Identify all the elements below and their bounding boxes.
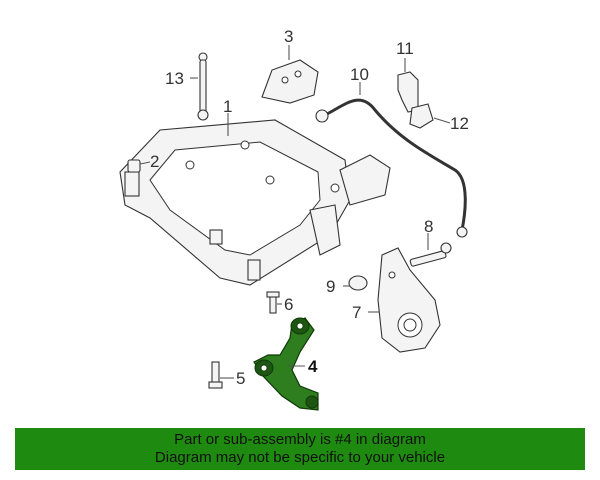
part-1-crossmember[interactable] (119, 119, 391, 286)
callout-7: 7 (352, 303, 361, 322)
callout-6: 6 (284, 295, 293, 314)
part-8-bolt[interactable] (409, 242, 452, 267)
part-5-bolt[interactable] (208, 361, 223, 389)
callout-2: 2 (150, 152, 159, 171)
parts-diagram: 1 2 3 4 5 6 7 8 9 10 11 12 13 (119, 27, 469, 411)
part-12-bushing[interactable] (409, 103, 434, 129)
callout-9: 9 (326, 277, 335, 296)
part-13-stabilizer-link[interactable] (197, 52, 209, 121)
callout-1: 1 (223, 97, 232, 116)
leader-lines (139, 45, 451, 379)
callout-11: 11 (396, 39, 414, 58)
banner-line-2: Diagram may not be specific to your vehi… (154, 449, 446, 466)
callout-8: 8 (424, 217, 433, 236)
part-11-clamp[interactable] (397, 71, 419, 113)
callout-10: 10 (350, 65, 369, 84)
part-3-bracket[interactable] (261, 59, 319, 104)
part-6-bolt[interactable] (266, 291, 280, 314)
part-4-lower-control-arm[interactable] (253, 317, 319, 411)
banner-line-1: Part or sub-assembly is #4 in diagram (174, 431, 426, 448)
callout-4: 4 (308, 357, 318, 376)
part-10-stabilizer-bar[interactable] (315, 98, 468, 238)
part-2-bushing[interactable] (127, 159, 141, 173)
part-9-bushing[interactable] (348, 275, 368, 291)
callout-3: 3 (284, 27, 293, 46)
callout-12: 12 (450, 114, 469, 133)
callout-numbers: 1 2 3 4 5 6 7 8 9 10 11 12 13 (150, 27, 469, 388)
part-7-knuckle[interactable] (377, 247, 441, 353)
callout-5: 5 (236, 369, 245, 388)
part-info-banner: Part or sub-assembly is #4 in diagram Di… (15, 428, 585, 470)
callout-13: 13 (165, 69, 184, 88)
